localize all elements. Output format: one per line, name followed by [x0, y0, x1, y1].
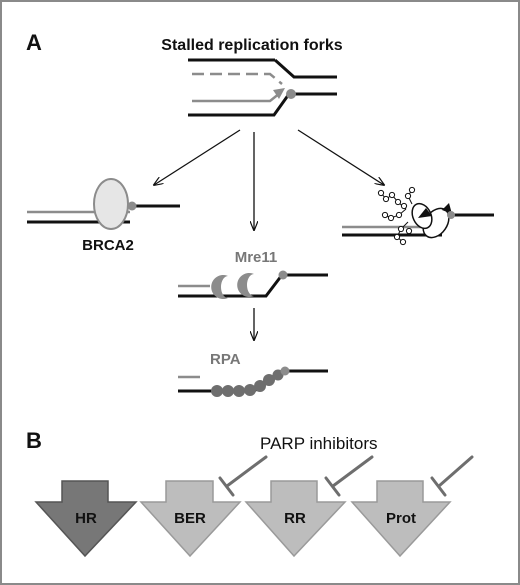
pathway-arrow-rr — [244, 480, 347, 558]
pathway-label-ber: BER — [174, 510, 206, 527]
mre11-fork-diagram — [178, 270, 328, 299]
inhibitor-bar-ber — [218, 455, 268, 497]
rpa-proteins — [211, 369, 284, 397]
inhibitor-bar-prot — [430, 455, 474, 497]
pathway-arrow-hr — [34, 480, 138, 558]
brca2-label: BRCA2 — [82, 237, 134, 254]
parp-inhibitors-label: PARP inhibitors — [260, 434, 377, 453]
pathway-label-hr: HR — [75, 510, 97, 527]
panel-a-letter: A — [26, 30, 42, 55]
mre11-protein-2 — [237, 273, 254, 298]
panel-b-letter: B — [26, 428, 42, 453]
arrow-to-brca2 — [154, 129, 241, 185]
brca2-protein — [93, 178, 129, 230]
stalled-fork-diagram — [188, 58, 337, 117]
inhibitor-bar-rr — [324, 455, 374, 497]
pathway-arrow-ber — [139, 480, 242, 558]
arrow-to-fork-remodel — [297, 129, 384, 185]
mre11-protein-1 — [211, 275, 228, 299]
rpa-label: RPA — [210, 351, 241, 368]
pathway-label-prot: Prot — [386, 510, 416, 527]
brca2-fork-diagram — [27, 178, 180, 230]
fork-junction-dot — [286, 89, 296, 99]
mre11-label: Mre11 — [235, 249, 278, 266]
pathway-label-rr: RR — [284, 510, 306, 527]
parp-fork-diagram — [342, 186, 494, 246]
par-chains — [377, 186, 416, 246]
panel-a-title: Stalled replication forks — [161, 37, 342, 54]
brca2-fork-dot — [127, 201, 137, 211]
pathway-arrow-prot — [350, 480, 452, 558]
rpa-fork-diagram — [178, 366, 328, 397]
